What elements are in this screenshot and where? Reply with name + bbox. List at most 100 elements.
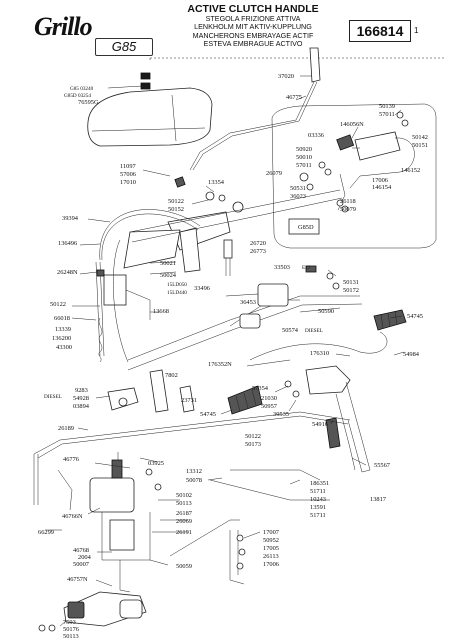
label-26113: 26113 [263,553,279,560]
gear-housing [89,452,162,593]
central-clamp [239,265,340,329]
label-13312: 13312 [186,468,202,475]
label-46775: 46775 [286,94,302,101]
label-26079: 26079 [266,170,282,177]
left-rod-assembly [95,261,151,363]
label-50113b: 50113 [63,633,79,640]
diesel-bracket [107,369,195,413]
label-50102: 50102 [176,492,192,499]
label-03336: 03336 [308,132,324,139]
lower-rod [33,411,351,511]
title-spanish: ESTEVA EMBRAGUE ACTIVO [203,39,303,49]
label-54984: 54984 [403,351,420,358]
clutch-lever [249,331,388,473]
label-51711b: 51711 [310,512,326,519]
label-39394: 39394 [62,215,79,222]
label-50172: 50172 [343,287,359,294]
title-german: LENKHOLM MIT AKTIV-KUPPLUNG [194,22,312,32]
label-46776: 46776 [63,456,79,463]
label-26248n: 26248N [57,269,78,276]
model-badge: G85 [95,38,153,56]
label-26187: 26187 [176,510,193,517]
label-17007: 17007 [263,529,280,536]
label-57011b: 57011 [296,162,312,169]
label-50574: 50574 [282,327,299,334]
label-39535: 39535 [273,411,289,418]
label-50590: 50590 [318,308,334,315]
label-54916: 54916 [312,421,328,428]
title-main: ACTIVE CLUTCH HANDLE [187,3,319,15]
label-50010: 50010 [296,154,312,161]
label-50131: 50131 [343,279,359,286]
label-136496: 136496 [58,240,77,247]
label-g85d-03254: G85D 03254 [64,93,91,99]
label-e27: E27 [302,265,311,271]
clutch-cable-lower [169,469,330,585]
label-17005: 17005 [263,545,279,552]
label-50151: 50151 [412,142,428,149]
title-block: ACTIVE CLUTCH HANDLE STEGOLA FRIZIONE AT… [168,3,338,49]
label-17006a: 17006 [372,177,388,184]
part-labels: 37020 46775 G85 03240 G85D 03254 76595G … [38,73,428,640]
label-76595g: 76595G [78,99,99,106]
grip-lower [227,385,263,415]
label-50142: 50142 [412,134,428,141]
label-03925: 03925 [148,460,164,467]
label-26773: 26773 [250,248,266,255]
label-50024: 50024 [160,272,177,279]
label-03894: 03894 [73,403,90,410]
title-italian: STEGOLA FRIZIONE ATTIVA [205,14,301,23]
label-55567: 55567 [374,462,391,469]
label-13668: 13668 [153,308,169,315]
layout-guide-line [149,57,445,62]
label-176310: 176310 [310,350,329,357]
label-50139: 50139 [379,103,395,110]
handle-cover [87,72,213,147]
sheet-number: 1 [414,26,419,35]
label-21030: 21030 [261,395,277,402]
label-13817: 13817 [370,496,387,503]
label-13339: 13339 [55,326,71,333]
label-11097: 11097 [120,163,137,170]
label-17006b: 17006 [263,561,279,568]
label-50957a: 50957 [261,403,278,410]
label-146154: 146154 [372,184,392,191]
g85d-inset [271,103,437,249]
leader-lines [45,75,405,627]
label-10243: 10243 [310,496,326,503]
label-13354: 13354 [208,179,225,186]
label-26189: 26189 [58,425,74,432]
label-54928: 54928 [73,395,89,402]
label-26069: 26069 [176,518,192,525]
label-50021: 50021 [160,260,176,267]
label-37020: 37020 [278,73,294,80]
label-diesel-b: DIESEL [44,394,62,400]
throttle-lever [189,47,321,171]
label-33503: 33503 [274,264,290,271]
label-50079: 50079 [340,206,356,213]
badge-g85 [140,72,151,80]
label-15ld440: 15LD440 [167,290,187,296]
throttle-bracket [167,176,244,276]
label-46766n: 46766N [62,513,83,520]
label-g85-03240: G85 03240 [70,86,94,92]
label-diesel-a: DIESEL [305,328,323,334]
label-7593: 7593 [63,619,76,626]
label-50122a: 50122 [168,198,184,205]
label-50152: 50152 [168,206,184,213]
label-26191: 26191 [176,529,192,536]
label-17010: 17010 [120,179,136,186]
label-57354: 57354 [252,385,269,392]
handlebar-tubes [113,189,363,371]
label-7802: 7802 [165,372,178,379]
label-50113a: 50113 [176,500,192,507]
label-146152: 146152 [401,167,420,174]
title-french: MANCHERONS EMBRAYAGE ACTIF [192,30,314,40]
label-13591: 13591 [310,504,326,511]
label-46768: 46768 [73,547,89,554]
label-136200: 136200 [52,335,71,342]
grip-right [373,309,407,331]
label-26720: 26720 [250,240,266,247]
